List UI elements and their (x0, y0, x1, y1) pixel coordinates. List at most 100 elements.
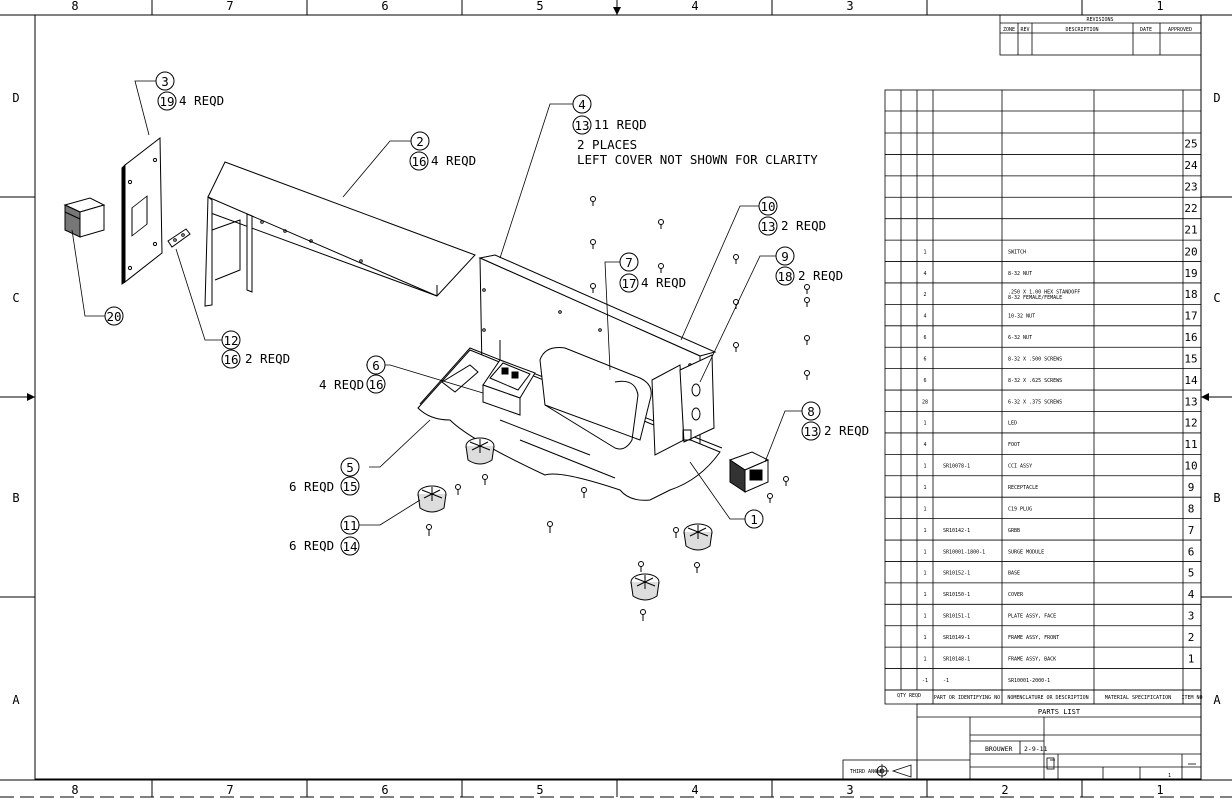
third-angle-projection-icon (875, 764, 912, 778)
svg-text:D: D (12, 91, 19, 105)
cci-assembly-part (651, 354, 715, 456)
svg-text:5: 5 (346, 460, 354, 475)
parts-part-number: -1 (943, 678, 949, 684)
parts-item-number: 18 (1184, 288, 1197, 301)
svg-text:13: 13 (803, 424, 818, 439)
parts-description: COVER (1008, 592, 1024, 598)
svg-text:LEFT COVER NOT SHOWN FOR CLARI: LEFT COVER NOT SHOWN FOR CLARITY (577, 152, 818, 167)
parts-qty: 1 (923, 506, 926, 512)
svg-text:2 REQD: 2 REQD (798, 268, 843, 283)
svg-text:20: 20 (106, 309, 121, 324)
parts-item-number: 20 (1184, 245, 1197, 258)
parts-item-number: 16 (1184, 331, 1197, 344)
parts-item-number: 6 (1188, 545, 1195, 558)
parts-description: C19 PLUG (1008, 506, 1032, 512)
svg-text:7: 7 (226, 783, 233, 797)
svg-text:A: A (1213, 693, 1221, 707)
parts-description: 8-32 NUT (1008, 271, 1032, 277)
parts-item-number: 9 (1188, 481, 1195, 494)
svg-text:11 REQD: 11 REQD (594, 117, 647, 132)
parts-qty: 6 (923, 356, 926, 362)
svg-text:2 REQD: 2 REQD (245, 351, 290, 366)
svg-text:6 REQD: 6 REQD (289, 538, 334, 553)
parts-item-number: 25 (1184, 138, 1197, 151)
back-frame-part (204, 161, 476, 307)
parts-description: SURGE MODULE (1008, 549, 1044, 555)
parts-item-number: 22 (1184, 202, 1197, 215)
parts-part-number: SR10148-1 (943, 656, 970, 662)
parts-description: GRBB (1008, 528, 1020, 534)
parts-qty: 1 (923, 571, 926, 577)
svg-text:4 REQD: 4 REQD (319, 377, 364, 392)
parts-description: LED (1008, 421, 1017, 427)
parts-description: SWITCH (1008, 249, 1026, 255)
parts-item-number: 15 (1184, 352, 1197, 365)
parts-part-number: SR10152-1 (943, 571, 970, 577)
parts-description: FOOT (1008, 442, 1020, 448)
svg-text:A: A (12, 693, 20, 707)
svg-text:3: 3 (846, 0, 853, 13)
svg-text:16: 16 (368, 377, 383, 392)
callout-labels: 3 19 4 REQD 2 16 4 REQD 4 13 11 REQD 2 P… (106, 74, 869, 554)
parts-description: CCI ASSY (1008, 464, 1032, 470)
svg-text:17: 17 (621, 276, 636, 291)
parts-item-number: 1 (1188, 652, 1195, 665)
parts-item-number: 11 (1184, 438, 1197, 451)
parts-qty: 4 (923, 314, 926, 320)
svg-text:B: B (1213, 491, 1220, 505)
parts-item-number: 10 (1184, 460, 1197, 473)
parts-qty: 1 (923, 592, 926, 598)
parts-qty: 1 (923, 528, 926, 534)
svg-text:4 REQD: 4 REQD (431, 153, 476, 168)
switch-part (63, 197, 106, 238)
parts-item-number: 21 (1184, 223, 1197, 236)
svg-text:12: 12 (223, 333, 238, 348)
parts-description: FRAME ASSY, BACK (1008, 656, 1056, 662)
parts-description: RECEPTACLE (1008, 485, 1038, 491)
callout-balloons (104, 71, 821, 556)
svg-text:18: 18 (777, 269, 792, 284)
parts-qty: 1 (923, 464, 926, 470)
svg-text:6: 6 (381, 0, 388, 13)
svg-text:4: 4 (691, 0, 698, 13)
svg-text:D: D (1213, 91, 1220, 105)
svg-text:8: 8 (71, 0, 78, 13)
svg-text:2: 2 (416, 134, 424, 149)
svg-text:2 REQD: 2 REQD (824, 423, 869, 438)
foot-part (417, 485, 447, 513)
foot-part (683, 523, 713, 551)
parts-qty: 1 (923, 549, 926, 555)
svg-text:2 PLACES: 2 PLACES (577, 137, 637, 152)
parts-item-number: 14 (1184, 374, 1198, 387)
svg-text:ZONE: ZONE (1003, 27, 1015, 33)
svg-text:2: 2 (1001, 783, 1008, 797)
foot-parts (417, 437, 713, 601)
center-mark-left (27, 393, 35, 401)
svg-text:3: 3 (161, 74, 169, 89)
parts-part-number: SR10142-1 (943, 528, 970, 534)
parts-item-number: 8 (1188, 502, 1195, 515)
svg-text:4: 4 (691, 783, 698, 797)
svg-text:4 REQD: 4 REQD (179, 93, 224, 108)
frame-numbers: 8 7 6 5 4 3 1 8 7 6 5 4 3 2 1 D C B A D … (12, 0, 1221, 797)
svg-text:BROUWER: BROUWER (985, 745, 1012, 753)
svg-text:1: 1 (750, 512, 758, 527)
parts-description: PLATE ASSY, FACE (1008, 614, 1056, 620)
parts-list-grid (884, 89, 1202, 705)
parts-qty: 1 (923, 485, 926, 491)
parts-part-number: SR10078-1 (943, 464, 970, 470)
parts-qty: 1 (923, 656, 926, 662)
surge-module-part (482, 340, 536, 416)
parts-item-number: 24 (1184, 159, 1198, 172)
c19-plug-part (728, 451, 770, 493)
svg-text:13: 13 (574, 118, 589, 133)
parts-description: 6-32 X .375 SCREWS (1008, 399, 1062, 405)
parts-description: SR10001-2000-1 (1008, 678, 1050, 684)
svg-text:7: 7 (625, 255, 633, 270)
grbb-part (539, 347, 652, 450)
parts-item-number: 17 (1184, 310, 1197, 323)
revisions-labels: REVISIONS ZONE REV DESCRIPTION DATE APPR… (1003, 17, 1192, 33)
svg-text:3: 3 (846, 783, 853, 797)
